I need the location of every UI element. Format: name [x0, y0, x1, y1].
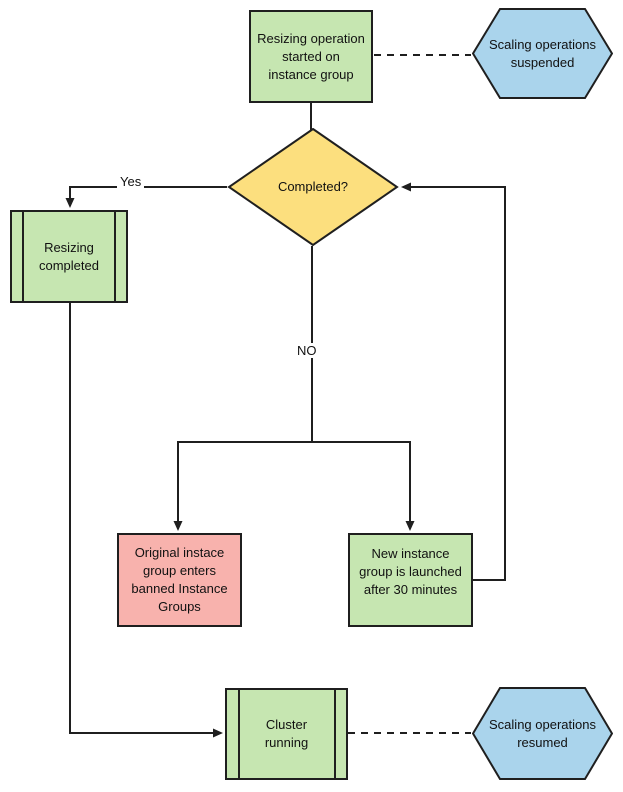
node-start: Resizing operation started on instance g…: [249, 10, 373, 103]
predefined-process-shape: [10, 210, 128, 303]
node-cluster-running: Cluster running: [225, 688, 348, 780]
edge-decision-yes-to-resizing-completed: [65, 186, 227, 208]
node-banned-instance-groups-label: Original instace group enters banned Ins…: [131, 545, 228, 614]
edge-new-instance-loop-to-decision: [401, 182, 506, 581]
node-cluster-running-label: Cluster running: [264, 717, 309, 750]
edge-resizing-completed-to-cluster: [69, 303, 223, 738]
node-scaling-resumed-label: Scaling operations resumed: [489, 716, 596, 750]
node-resizing-completed-label: Resizing completed: [39, 239, 99, 273]
predefined-process-shape: [225, 688, 348, 780]
node-completed-decision-label: Completed?: [277, 179, 349, 194]
node-new-instance-group: New instance group is launched after 30 …: [348, 533, 473, 627]
process-rect-shape: [117, 533, 242, 627]
hexagon-shape: [472, 8, 613, 99]
node-completed-decision: Completed?: [227, 128, 399, 246]
node-resizing-completed: Resizing completed: [10, 210, 128, 303]
hexagon-shape: [472, 687, 613, 780]
edge-no-branch-to-banned: [173, 441, 312, 531]
edge-no-branch-to-new-instance: [312, 441, 415, 531]
node-scaling-suspended-label: Scaling operations suspended: [489, 36, 596, 70]
node-banned-instance-groups: Original instace group enters banned Ins…: [117, 533, 242, 627]
node-new-instance-group-label: New instance group is launched after 30 …: [359, 546, 462, 597]
process-rect-shape: [348, 533, 473, 627]
node-scaling-suspended: Scaling operations suspended: [472, 8, 613, 99]
node-start-label: Resizing operation started on instance g…: [257, 30, 365, 82]
node-scaling-resumed: Scaling operations resumed: [472, 687, 613, 780]
edge-label-yes: Yes: [117, 174, 145, 189]
diamond-shape: [227, 128, 399, 246]
edge-label-no: NO: [294, 343, 320, 358]
process-rect-shape: [249, 10, 373, 103]
